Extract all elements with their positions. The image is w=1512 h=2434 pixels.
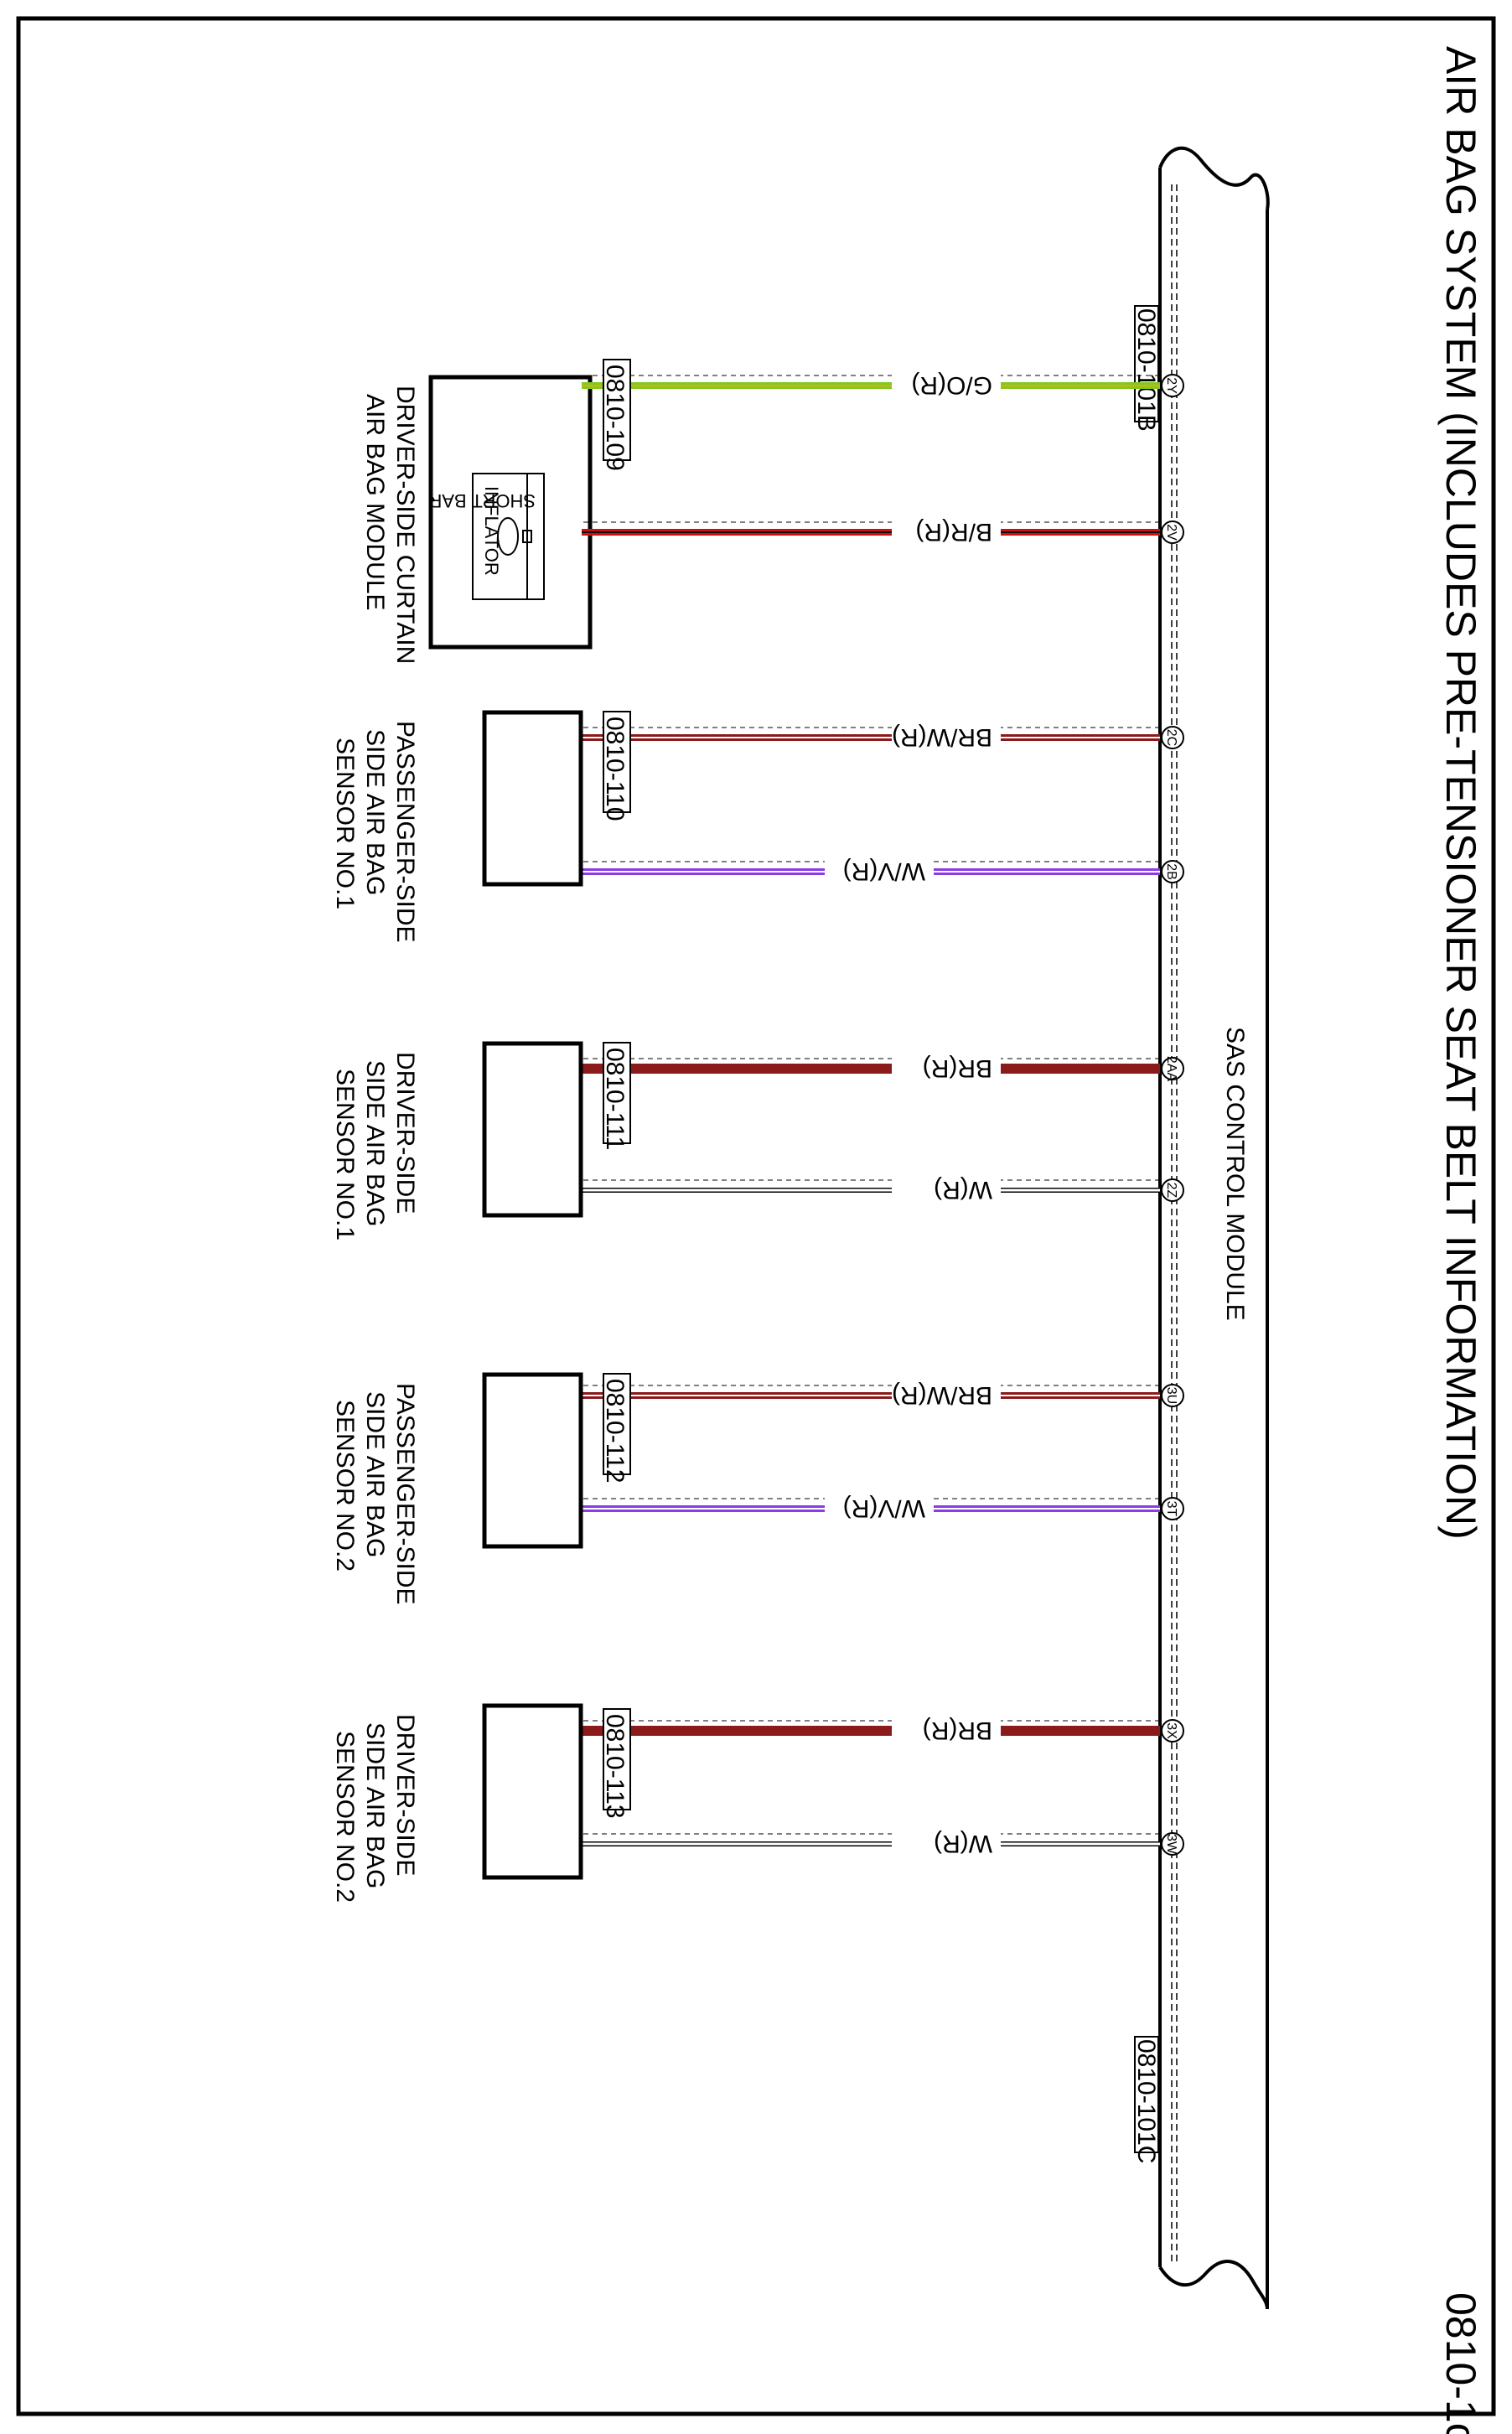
component-name-line: SENSOR NO.1 (331, 738, 359, 909)
component-name-line: SENSOR NO.2 (331, 1731, 359, 1903)
component-box-109 (428, 375, 593, 650)
wire-label-2Y: G/O(R) (911, 371, 992, 399)
component-name-line: PASSENGER-SIDE (391, 1383, 419, 1605)
sensor-box-0810-112 (482, 1372, 583, 1549)
component-name-line: SENSOR NO.1 (331, 1069, 359, 1240)
component-name-line: PASSENGER-SIDE (391, 721, 419, 943)
wire-label-2B: W/V(R) (843, 857, 925, 885)
component-name-line: SIDE AIR BAG (361, 729, 389, 895)
wire-label-3X: BR(R) (923, 1717, 992, 1744)
pin-circle-3T (1161, 1497, 1184, 1520)
wire-label-bg (825, 1494, 934, 1524)
connector-label-101b: 0810-101B (1132, 308, 1160, 432)
wire-label-3W: W(R) (934, 1830, 992, 1857)
connector-label-101c: 0810-101C (1132, 2039, 1160, 2163)
wire-label-bg (825, 857, 934, 887)
component-name-line: SIDE AIR BAG (361, 1060, 389, 1226)
module-right-wave (1158, 2260, 1269, 2310)
sensor-box-0810-113 (482, 1703, 583, 1880)
component-name-line: SIDE AIR BAG (361, 1722, 389, 1888)
connector-box-0810-111 (603, 1042, 631, 1144)
component-name-line: DRIVER-SIDE (391, 1052, 419, 1214)
pin-circle-3W (1161, 1832, 1184, 1856)
page-border (16, 16, 1496, 2416)
connector-label-0810-109: 0810-109 (601, 365, 629, 471)
wire-label-3T: W/V(R) (843, 1494, 925, 1522)
sensor-box-0810-110 (482, 710, 583, 887)
connector-box-0810-109 (603, 359, 631, 461)
wire-label-2AA: BR(R) (923, 1054, 992, 1082)
pin-label-2B: 2B (1164, 863, 1178, 880)
pin-label-3U: 3U (1164, 1387, 1178, 1404)
wire-label-2V: B/R(R) (915, 518, 992, 546)
pin-circle-3U (1161, 1384, 1184, 1407)
pin-label-2Z: 2Z (1164, 1183, 1178, 1199)
pin-circle-2AA (1161, 1057, 1184, 1080)
pin-label-2AA: 2AA (1164, 1056, 1178, 1082)
wire-label-bg (892, 1175, 1001, 1205)
pin-label-3X: 3X (1164, 1722, 1178, 1739)
page-code: 0810-1c (1437, 2292, 1484, 2434)
component-name-line: DRIVER-SIDE (391, 1714, 419, 1876)
wire-label-bg (892, 1054, 1001, 1084)
pin-circle-2Z (1161, 1178, 1184, 1202)
pin-circle-2B (1161, 860, 1184, 883)
pin-label-2Y: 2Y (1164, 377, 1178, 394)
component-name-line: SIDE AIR BAG (361, 1391, 389, 1557)
inflator-inner-box (472, 473, 545, 600)
connector-label-0810-113: 0810-113 (601, 1714, 629, 1819)
connector-box-101c (1134, 2036, 1159, 2153)
wire-label-bg (892, 370, 1001, 401)
connector-label-0810-112: 0810-112 (601, 1379, 629, 1484)
pin-circle-3X (1161, 1719, 1184, 1743)
connector-box-0810-112 (603, 1373, 631, 1475)
pin-circle-2V (1161, 520, 1184, 544)
component-name-line: SENSOR NO.2 (331, 1400, 359, 1572)
wire-labels: 2YG/O(R)2VB/R(R)2CABR/W(R)2BBW/V(R)2AAAB… (545, 370, 1184, 1859)
wire-label-bg (892, 722, 1001, 753)
module-left-wave (1158, 146, 1270, 210)
sensor-box-0810-111 (482, 1041, 583, 1218)
pin-circle-2C (1161, 726, 1184, 749)
pin-label-3W: 3W (1164, 1834, 1178, 1855)
driver-curtain-airbag-module: SHORT BAR INFLATOR (428, 375, 593, 650)
connector-label-0810-110: 0810-110 (601, 717, 629, 821)
wire-label-bg (892, 1829, 1001, 1859)
inflator-label: INFLATOR (481, 486, 502, 576)
inflator-element (497, 517, 519, 556)
page-title: AIR BAG SYSTEM (INCLUDES PRE-TENSIONER S… (1437, 46, 1484, 1540)
pin-circle-2Y (1161, 374, 1184, 397)
wire-label-2Z: W(R) (934, 1176, 992, 1204)
pin-label-2C: 2C (1164, 729, 1178, 746)
connector-label-0810-111: 0810-111 (601, 1048, 629, 1150)
pin-label-2V: 2V (1164, 524, 1178, 541)
short-bar-label: SHORT BAR (428, 490, 536, 511)
connector-box-0810-110 (603, 711, 631, 813)
wire-label-3U: BR/W(R) (892, 1381, 992, 1409)
connector-box-101b (1134, 305, 1159, 422)
connector-box-0810-113 (603, 1708, 631, 1810)
module-name: SAS CONTROL MODULE (1221, 1027, 1249, 1321)
wire-label-bg (892, 1380, 1001, 1411)
wire-label-bg (892, 1716, 1001, 1746)
wire-label-2C: BR/W(R) (892, 723, 992, 751)
short-bar-capsule (522, 530, 532, 543)
component-name-line: AIR BAG MODULE (361, 394, 389, 610)
wire-label-bg (892, 517, 1001, 547)
pin-label-3T: 3T (1164, 1501, 1178, 1517)
component-name-line: DRIVER-SIDE CURTAIN (391, 386, 419, 664)
sas-control-module: SAS CONTROL MODULE 0810-101B 0810-101C (1132, 146, 1270, 2310)
wire-harness (582, 375, 1160, 1846)
